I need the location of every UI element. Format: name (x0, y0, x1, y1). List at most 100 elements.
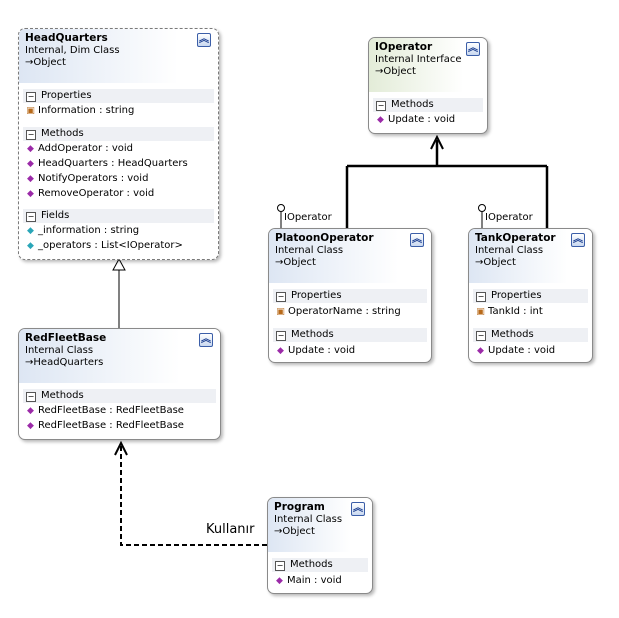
compartment-methods[interactable]: −Methods (23, 127, 214, 141)
member-method[interactable]: ◆HeadQuarters : HeadQuarters (25, 157, 188, 171)
class-base: →HeadQuarters (25, 357, 104, 368)
base-arrow-icon: → (25, 57, 34, 68)
property-icon: ▣ (26, 106, 35, 116)
method-icon: ◆ (27, 189, 34, 199)
class-base: →Object (274, 526, 315, 537)
member-property[interactable]: ▣OperatorName : string (276, 306, 401, 317)
class-kind: Internal Class (475, 245, 544, 256)
collapse-chevron-icon[interactable]: ︽ (197, 33, 211, 47)
method-icon: ◆ (27, 144, 34, 154)
class-base: →Object (275, 257, 316, 268)
class-name: RedFleetBase (25, 332, 107, 344)
class-redfleetbase[interactable]: RedFleetBase Internal Class →HeadQuarter… (18, 328, 221, 440)
method-icon: ◆ (276, 576, 283, 586)
class-tankoperator[interactable]: TankOperator Internal Class →Object ︽ −P… (468, 228, 593, 363)
member-method[interactable]: ◆Update : void (475, 344, 555, 358)
implementation-arrowhead (430, 134, 444, 150)
collapse-toggle-icon[interactable]: − (376, 101, 386, 111)
lollipop-tank (478, 204, 486, 212)
class-header: RedFleetBase Internal Class →HeadQuarter… (19, 329, 220, 383)
compartment-methods[interactable]: −Methods (272, 558, 368, 572)
dependency-arrowhead (114, 440, 128, 456)
member-field[interactable]: ◆_operators : List<IOperator> (25, 239, 183, 253)
member-field[interactable]: ◆_information : string (25, 224, 139, 238)
member-method[interactable]: ◆RedFleetBase : RedFleetBase (25, 404, 184, 418)
method-icon: ◆ (27, 406, 34, 416)
member-property[interactable]: ▣TankId : int (476, 306, 543, 317)
class-base: →Object (375, 66, 416, 77)
class-header: TankOperator Internal Class →Object ︽ (469, 229, 592, 283)
class-header: IOperator Internal Interface →Object ︽ (369, 38, 487, 92)
collapse-toggle-icon[interactable]: − (26, 212, 36, 222)
compartment-methods[interactable]: −Methods (473, 328, 588, 342)
base-arrow-icon: → (274, 526, 283, 537)
field-icon: ◆ (27, 226, 34, 236)
collapse-chevron-icon[interactable]: ︽ (466, 42, 480, 56)
class-name: HeadQuarters (25, 32, 108, 44)
class-header: PlatoonOperator Internal Class →Object ︽ (269, 229, 431, 283)
class-program[interactable]: Program Internal Class →Object ︽ −Method… (267, 497, 373, 594)
compartment-methods[interactable]: −Methods (273, 328, 427, 342)
collapse-chevron-icon[interactable]: ︽ (199, 333, 213, 347)
class-kind: Internal Class (275, 245, 344, 256)
collapse-toggle-icon[interactable]: − (276, 331, 286, 341)
collapse-chevron-icon[interactable]: ︽ (410, 233, 424, 247)
member-method[interactable]: ◆Update : void (275, 344, 355, 358)
collapse-toggle-icon[interactable]: − (275, 561, 285, 571)
interface-label-platoon: IOperator (284, 212, 332, 223)
class-base: →Object (475, 257, 516, 268)
class-platoonoperator[interactable]: PlatoonOperator Internal Class →Object ︽… (268, 228, 432, 363)
member-method[interactable]: ◆Update : void (375, 113, 455, 127)
class-name: TankOperator (475, 232, 556, 244)
method-icon: ◆ (477, 346, 484, 356)
interface-label-tank: IOperator (485, 212, 533, 223)
member-property[interactable]: ▣Information : string (26, 105, 135, 116)
compartment-methods[interactable]: −Methods (373, 98, 483, 112)
collapse-chevron-icon[interactable]: ︽ (571, 233, 585, 247)
collapse-chevron-icon[interactable]: ︽ (351, 502, 365, 516)
base-arrow-icon: → (475, 257, 484, 268)
class-name: IOperator (375, 41, 433, 53)
collapse-toggle-icon[interactable]: − (26, 392, 36, 402)
class-base: →Object (25, 57, 66, 68)
base-arrow-icon: → (375, 66, 384, 77)
compartment-properties[interactable]: −Properties (473, 289, 588, 303)
lollipop-platoon (277, 204, 285, 212)
dependency-label: Kullanır (206, 522, 255, 537)
compartment-methods[interactable]: −Methods (23, 389, 216, 403)
class-header: Program Internal Class →Object ︽ (268, 498, 372, 552)
compartment-properties[interactable]: −Properties (23, 89, 214, 103)
member-method[interactable]: ◆RedFleetBase : RedFleetBase (25, 419, 184, 433)
dependency-line (120, 446, 267, 546)
collapse-toggle-icon[interactable]: − (476, 292, 486, 302)
member-method[interactable]: ◆AddOperator : void (25, 142, 133, 156)
collapse-toggle-icon[interactable]: − (26, 130, 36, 140)
class-kind: Internal Class (25, 345, 94, 356)
compartment-properties[interactable]: −Properties (273, 289, 427, 303)
field-icon: ◆ (27, 241, 34, 251)
method-icon: ◆ (27, 174, 34, 184)
property-icon: ▣ (276, 307, 285, 317)
method-icon: ◆ (27, 159, 34, 169)
class-kind: Internal Class (274, 514, 343, 525)
class-name: PlatoonOperator (275, 232, 374, 244)
class-header: HeadQuarters Internal, Dim Class →Object… (19, 29, 218, 83)
member-method[interactable]: ◆Main : void (274, 574, 342, 588)
property-icon: ▣ (476, 307, 485, 317)
interface-ioperator[interactable]: IOperator Internal Interface →Object ︽ −… (368, 37, 488, 134)
method-icon: ◆ (27, 421, 34, 431)
base-arrow-icon: → (275, 257, 284, 268)
collapse-toggle-icon[interactable]: − (276, 292, 286, 302)
class-name: Program (274, 501, 325, 513)
class-kind: Internal, Dim Class (25, 45, 120, 56)
base-arrow-icon: → (25, 357, 34, 368)
member-method[interactable]: ◆NotifyOperators : void (25, 172, 148, 186)
compartment-fields[interactable]: −Fields (23, 209, 214, 223)
collapse-toggle-icon[interactable]: − (476, 331, 486, 341)
class-headquarters[interactable]: HeadQuarters Internal, Dim Class →Object… (18, 28, 219, 260)
member-method[interactable]: ◆RemoveOperator : void (25, 187, 154, 201)
collapse-toggle-icon[interactable]: − (26, 92, 36, 102)
method-icon: ◆ (377, 115, 384, 125)
method-icon: ◆ (277, 346, 284, 356)
